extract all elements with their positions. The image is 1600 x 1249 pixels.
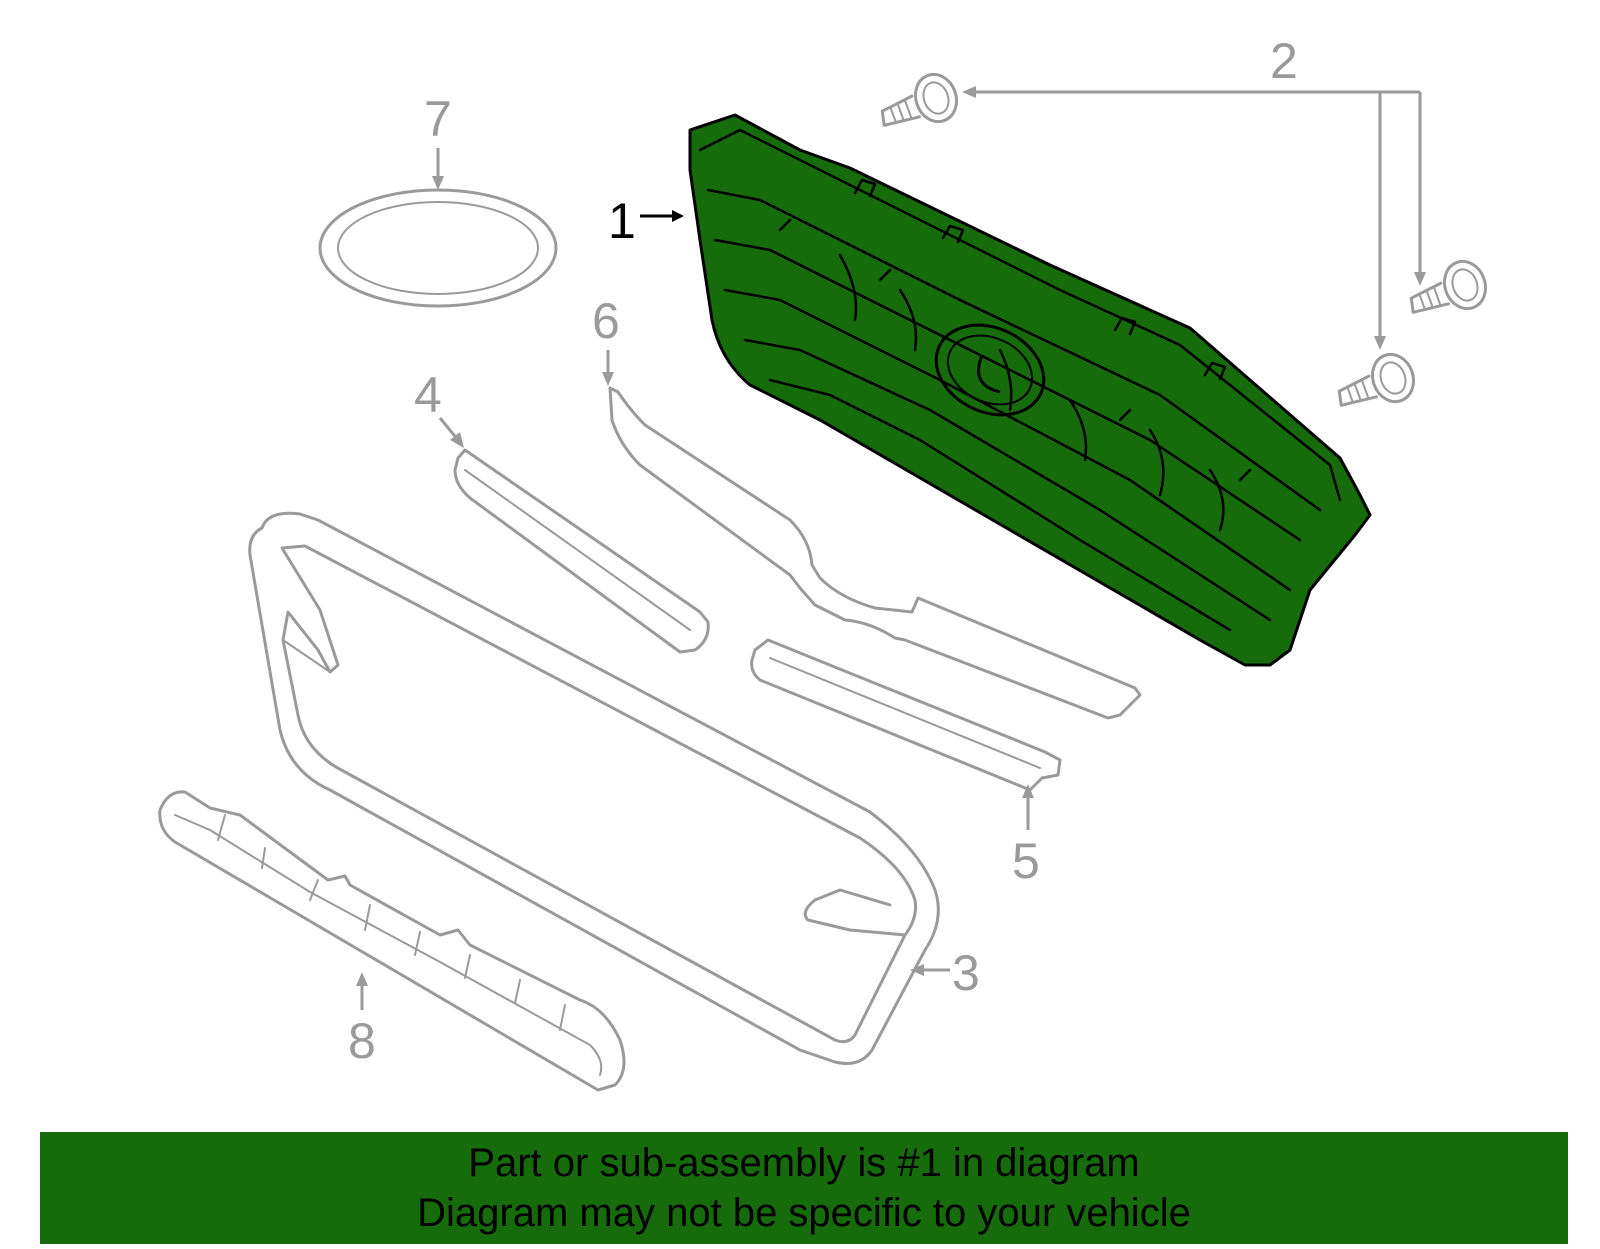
callout-6: 6 [592,293,620,349]
notice-line-2: Diagram may not be specific to your vehi… [417,1191,1191,1235]
lower-right-molding-icon[interactable] [750,638,1062,792]
lower-mesh-grille-icon[interactable] [158,790,626,1092]
notice-banner: Part or sub-assembly is #1 in diagram Di… [40,1132,1568,1244]
clip-icon[interactable] [1330,349,1420,421]
clip-icon[interactable] [1402,256,1492,328]
leader-lines [356,86,1426,1010]
notice-line-1: Part or sub-assembly is #1 in diagram [468,1141,1140,1185]
callout-2: 2 [1270,33,1298,89]
upper-molding-strip-icon[interactable] [608,386,1142,720]
upper-left-molding-icon[interactable] [453,448,710,654]
callout-5: 5 [1012,833,1040,889]
callout-8: 8 [348,1013,376,1069]
emblem-ring-icon[interactable] [318,188,558,308]
grille-icon[interactable] [688,113,1372,667]
clip-icon[interactable] [873,69,963,141]
callout-4: 4 [414,367,442,423]
callout-1: 1 [608,193,636,249]
grille-surround-icon[interactable] [248,511,940,1065]
callout-3: 3 [952,945,980,1001]
callout-7: 7 [424,91,452,147]
